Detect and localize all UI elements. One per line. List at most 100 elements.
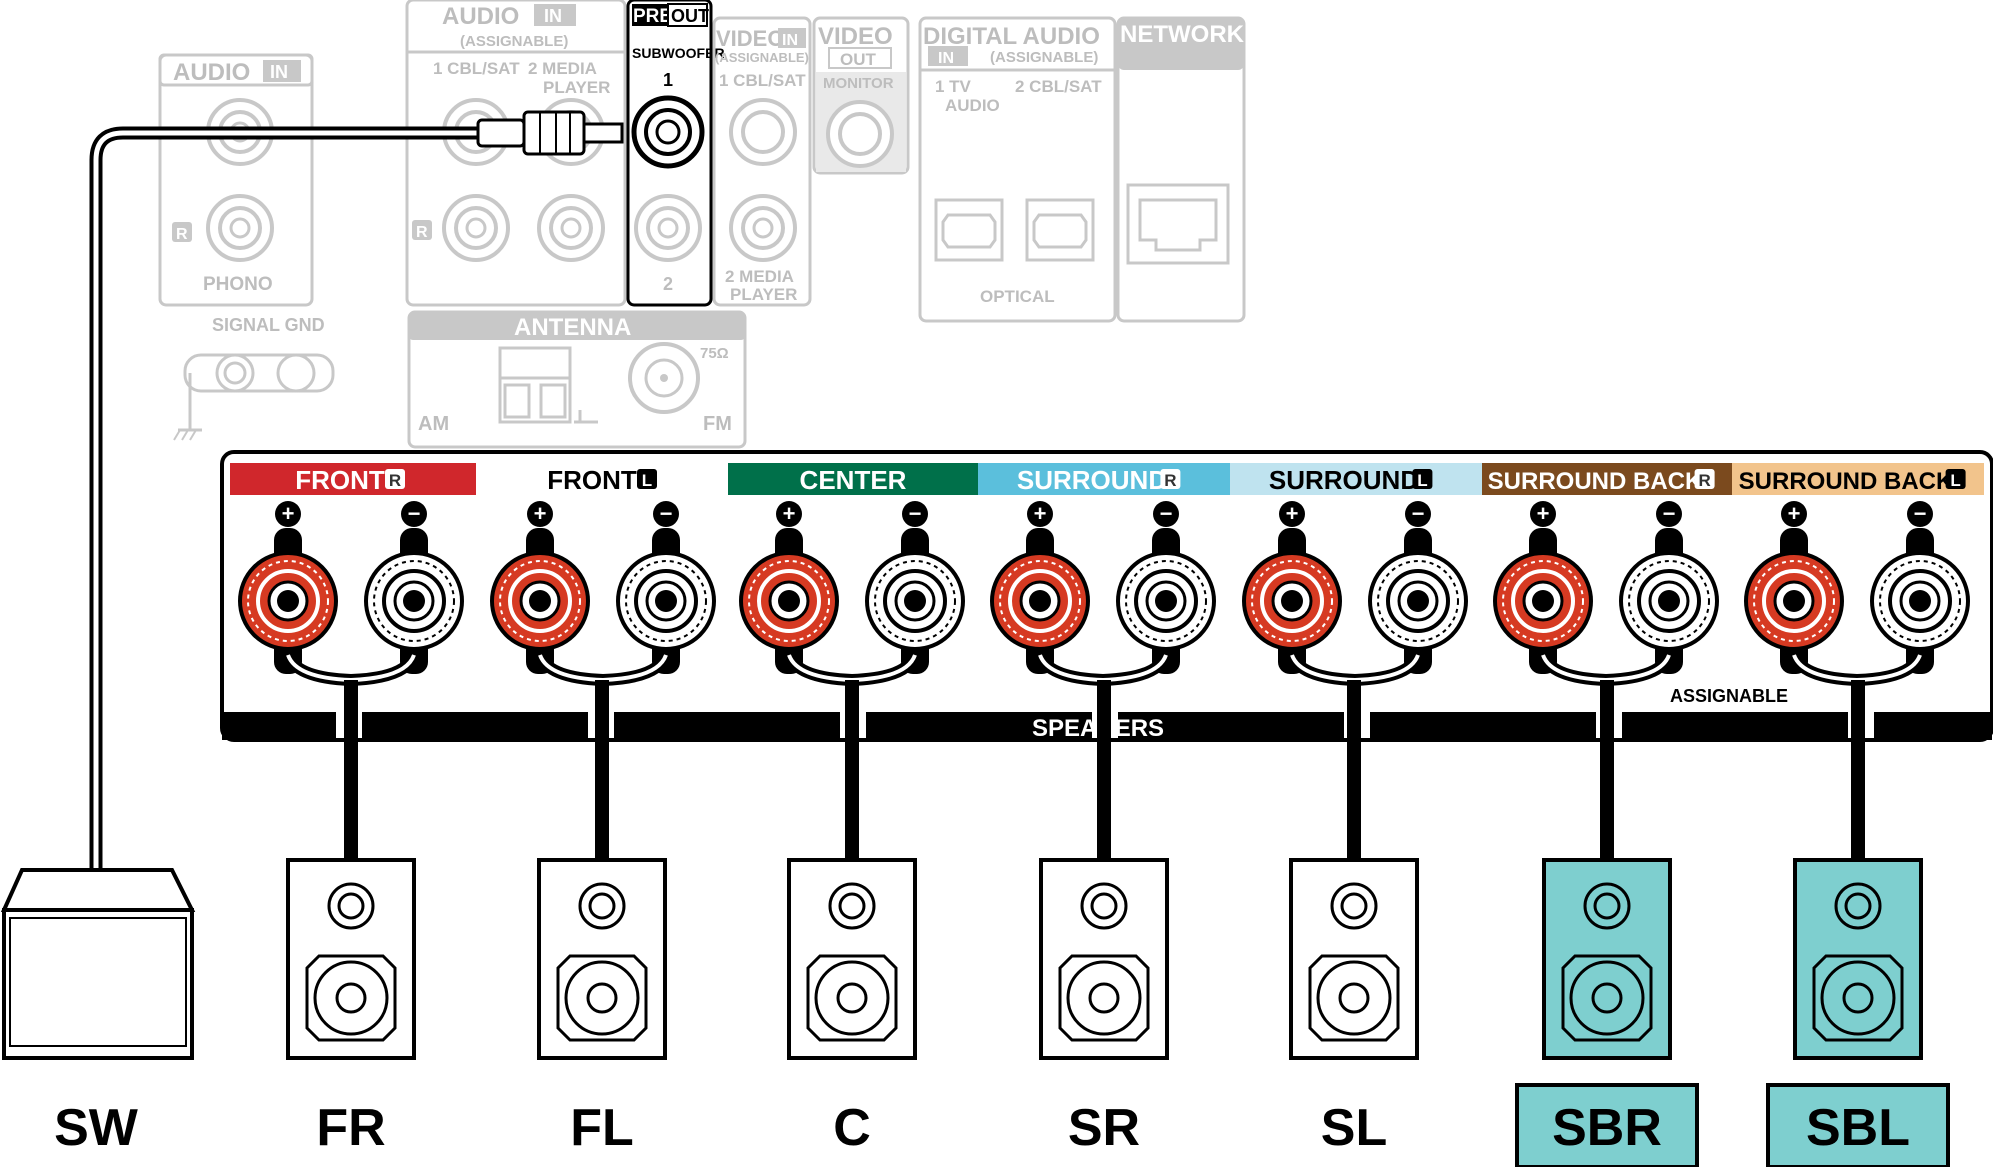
channel-name: SURROUND BACK [1739,468,1954,495]
speaker-code: FR [316,1099,385,1157]
plus-icon: + [275,501,301,527]
minus-icon: − [1153,501,1179,527]
speaker-code-label-2: FR [316,1099,385,1157]
positive-terminal-icon [1744,551,1844,651]
antenna-title: ANTENNA [514,314,631,341]
channel-name: SURROUND [1269,465,1419,495]
svg-text:+: + [783,501,796,526]
negative-terminal-icon [1870,551,1970,651]
antenna-section: ANTENNA AM 75Ω FM [407,310,747,449]
video-out-section: VIDEO OUT MONITOR [812,16,910,175]
svg-text:+: + [1788,501,1801,526]
ground-terminal-icon [173,353,335,441]
speaker-cable [1600,680,1614,860]
audio-in-section: AUDIO IN (ASSIGNABLE) 1 CBL/SAT 2 MEDIA … [405,0,627,307]
rca-jack-icon [729,194,797,262]
speaker-terminal-pair-7[interactable]: +− [1744,501,1970,687]
speaker-icon [537,858,667,1060]
back-panel: AUDIO IN R PHONO SIGNAL GND [158,0,1246,449]
channel-name: SURROUND [1017,465,1167,495]
channel-header-bars [230,463,1984,495]
speaker-icon [787,858,917,1060]
audio-in-left-r-mark: R [176,226,188,243]
rca-jack-icon [729,98,797,166]
speaker-code: SBL [1806,1099,1910,1157]
speaker-terminal-pair-6[interactable]: +− [1493,501,1719,687]
speaker-code-label-3: FL [570,1099,634,1157]
optical-label: OPTICAL [980,287,1055,306]
speaker-icon [1039,858,1169,1060]
channel-side-mark: L [1417,471,1427,490]
positive-terminal-icon [490,551,590,651]
audio-in-r-mark: R [416,224,428,241]
speaker-code: SL [1321,1099,1387,1157]
speaker-terminal-pair-3[interactable]: +− [739,501,965,687]
speaker-code: SBR [1552,1099,1662,1157]
speaker-code: FL [570,1099,634,1157]
speaker-code-label-7: SBR [1515,1083,1699,1167]
channel-side-mark: L [1950,471,1960,490]
svg-text:−: − [660,501,673,526]
speaker-terminal-pair-1[interactable]: +− [238,501,464,687]
speaker-code-label-6: SL [1321,1099,1387,1157]
am-label: AM [418,413,449,435]
speaker-icon [286,858,416,1060]
plus-icon: + [1781,501,1807,527]
audio-in-input2-line2: PLAYER [543,78,610,97]
speaker-terminals: +−+−+−+−+−+−+− [238,501,1970,687]
video-in-input2-line1: 2 MEDIA [725,267,794,286]
svg-text:−: − [1412,501,1425,526]
channel-name: FRONT [295,465,385,495]
speaker-code: C [833,1099,871,1157]
positive-terminal-icon [739,551,839,651]
svg-text:−: − [1914,501,1927,526]
minus-icon: − [1907,501,1933,527]
audio-in-phono-section: AUDIO IN R PHONO [158,53,314,307]
speaker-terminal-pair-5[interactable]: +− [1242,501,1468,687]
svg-text:−: − [909,501,922,526]
speaker-terminal-pair-4[interactable]: +− [990,501,1216,687]
channel-side-mark: R [1698,471,1710,490]
video-out-badge: OUT [840,50,877,69]
channel-name: CENTER [800,465,907,495]
plus-icon: + [1530,501,1556,527]
digital-audio-badge: IN [938,50,954,67]
negative-terminal-icon [364,551,464,651]
subwoofer-cable [89,110,624,885]
rca-jack-icon [206,194,274,262]
speaker-icon [1793,858,1923,1060]
speaker-cables [344,680,1865,860]
minus-icon: − [401,501,427,527]
audio-in-left-badge: IN [270,62,288,82]
speaker-boxes [286,858,1923,1060]
plus-icon: + [1279,501,1305,527]
plus-icon: + [776,501,802,527]
audio-in-assignable: (ASSIGNABLE) [460,33,568,50]
minus-icon: − [1656,501,1682,527]
video-in-section: VIDEO IN (ASSIGNABLE) 1 CBL/SAT 2 MEDIA … [712,16,812,307]
negative-terminal-icon [1116,551,1216,651]
pre-out-title-out: OUT [671,6,709,26]
digital-audio-title: DIGITAL AUDIO [923,23,1100,50]
speaker-icon [1542,858,1672,1060]
positive-terminal-icon [1242,551,1342,651]
minus-icon: − [902,501,928,527]
digital-audio-input2: 2 CBL/SAT [1015,77,1102,96]
positive-terminal-icon [238,551,338,651]
fm-connector-icon [628,342,700,414]
positive-terminal-icon [1493,551,1593,651]
audio-in-title: AUDIO [442,3,519,30]
assignable-label: ASSIGNABLE [1670,686,1788,706]
digital-audio-assignable: (ASSIGNABLE) [990,49,1098,66]
negative-terminal-icon [865,551,965,651]
speaker-code-label-4: C [833,1099,871,1157]
svg-text:+: + [1034,501,1047,526]
